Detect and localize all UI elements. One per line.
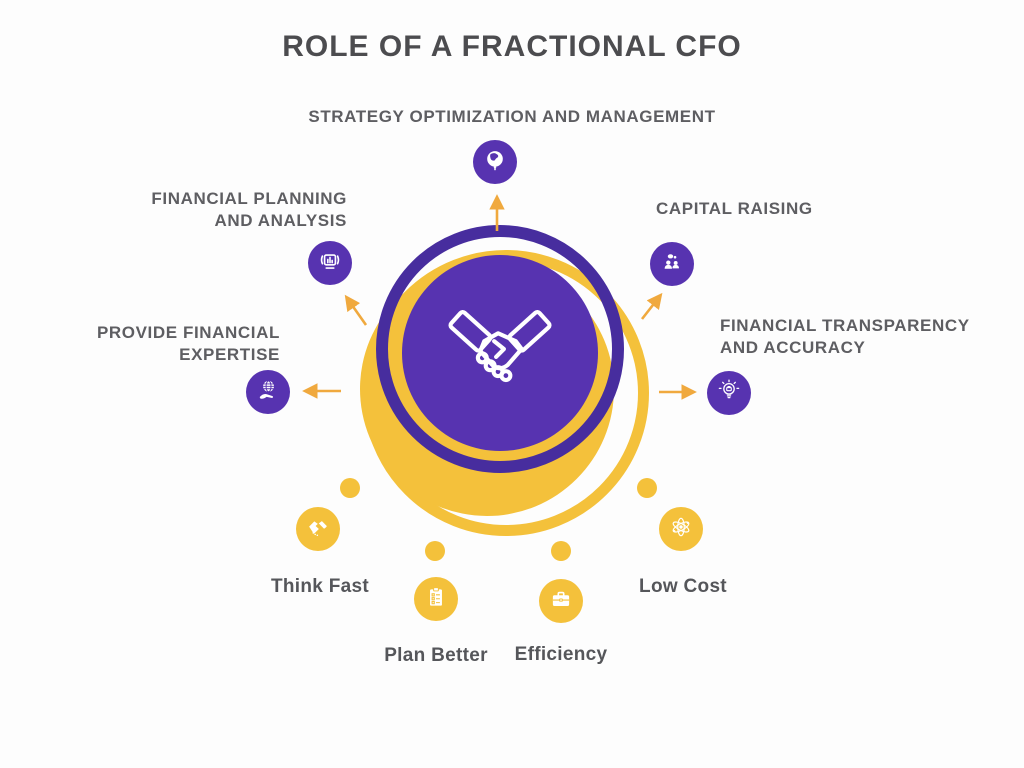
chart-presentation-icon — [317, 248, 343, 279]
hand-globe-icon — [255, 377, 281, 408]
people-discussion-icon — [659, 249, 685, 280]
label-capital-raising: CAPITAL RAISING — [656, 199, 813, 218]
label-low-cost: Low Cost — [639, 576, 727, 597]
label-efficiency: Efficiency — [514, 644, 608, 665]
page-title: ROLE OF A FRACTIONAL CFO — [282, 30, 742, 63]
label-line: EXPERTISE — [179, 344, 280, 364]
arrow-up-left — [344, 294, 368, 326]
label-line: PROVIDE FINANCIAL — [96, 323, 280, 342]
expertise-icon-circle — [246, 370, 290, 414]
globe-icon — [482, 147, 508, 178]
decor-dot — [637, 478, 657, 498]
capital-icon-circle — [650, 242, 694, 286]
efficiency-icon-circle — [539, 579, 583, 623]
plan-better-icon-circle — [414, 577, 458, 621]
decor-dot — [425, 541, 445, 561]
decor-dot — [340, 478, 360, 498]
label-strategy-optimization: STRATEGY OPTIMIZATION AND MANAGEMENT — [308, 107, 716, 126]
transparency-icon-circle — [707, 371, 751, 415]
label-line: AND ACCURACY — [720, 337, 866, 357]
label-plan-better: Plan Better — [384, 645, 488, 666]
low-cost-icon-circle — [659, 507, 703, 551]
lightbulb-icon — [716, 378, 742, 409]
label-financial-transparency: FINANCIAL TRANSPARENCY AND ACCURACY — [720, 315, 1000, 359]
label-line: FINANCIAL TRANSPARENCY — [720, 316, 970, 335]
decor-dot — [551, 541, 571, 561]
arrow-up-right — [640, 292, 663, 320]
handshake-icon — [305, 514, 331, 545]
planning-icon-circle — [308, 241, 352, 285]
atom-icon — [668, 514, 694, 545]
label-financial-expertise: PROVIDE FINANCIAL EXPERTISE — [60, 322, 280, 366]
center-circle — [402, 255, 598, 451]
think-fast-icon-circle — [296, 507, 340, 551]
clipboard-icon — [423, 584, 449, 615]
label-line: AND ANALYSIS — [214, 210, 347, 230]
label-financial-planning: FINANCIAL PLANNING AND ANALYSIS — [97, 188, 347, 232]
handshake-icon — [441, 292, 559, 415]
strategy-icon-circle — [473, 140, 517, 184]
label-line: FINANCIAL PLANNING — [151, 189, 347, 208]
briefcase-icon — [548, 586, 574, 617]
label-think-fast: Think Fast — [270, 576, 369, 597]
